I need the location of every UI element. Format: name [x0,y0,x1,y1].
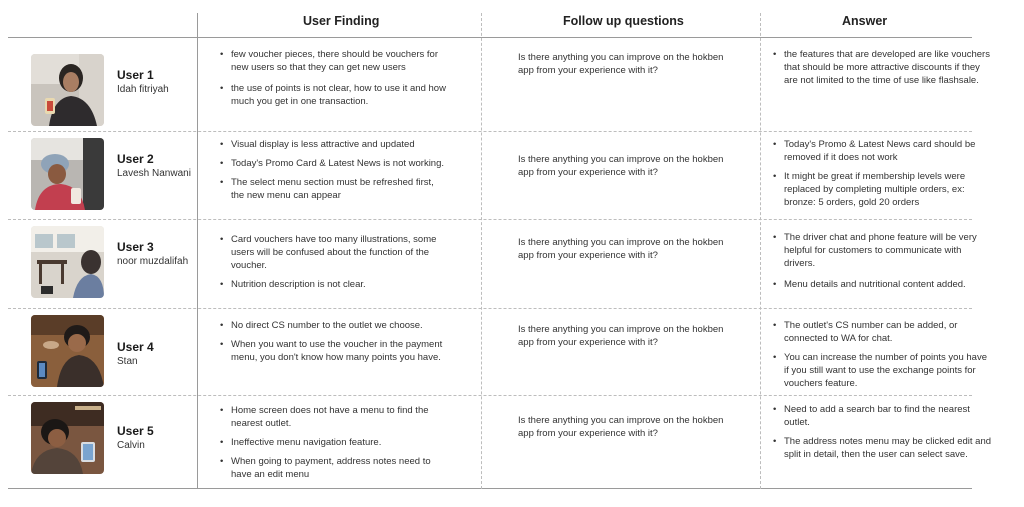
user-photo [31,226,104,298]
user-name: noor muzdalifah [117,256,189,267]
follow-up-question: Is there anything you can improve on the… [518,415,724,439]
row-divider [8,131,972,132]
findings-list: few voucher pieces, there should be vouc… [219,48,447,114]
answers-list: The outlet's CS number can be added, or … [772,319,994,396]
answer-item: The outlet's CS number can be added, or … [772,319,994,345]
findings-list: Home screen does not have a menu to find… [219,404,447,487]
finding-item: Home screen does not have a menu to find… [219,404,447,430]
user-photo [31,315,104,387]
table-bottom-border [8,488,972,489]
header-divider [8,37,972,38]
answers-list: The driver chat and phone feature will b… [772,231,994,297]
finding-item: Card vouchers have too many illustration… [219,233,447,272]
user-photo [31,402,104,474]
user-label: User 4 [117,340,154,354]
header-answer: Answer [842,14,888,28]
row-divider [8,395,972,396]
finding-item: Today's Promo Card & Latest News is not … [219,157,447,170]
user-photo [31,138,104,210]
findings-list: No direct CS number to the outlet we cho… [219,319,447,370]
follow-up-question: Is there anything you can improve on the… [518,237,724,261]
finding-item: The select menu section must be refreshe… [219,176,447,202]
column-divider [760,13,761,489]
user-name: Stan [117,356,138,367]
column-divider [197,13,198,489]
answer-item: You can increase the number of points yo… [772,351,994,390]
user-label: User 1 [117,68,154,82]
findings-list: Visual display is less attractive and up… [219,138,447,208]
finding-item: Ineffective menu navigation feature. [219,436,447,449]
answer-item: It might be great if membership levels w… [772,170,994,209]
follow-up-question: Is there anything you can improve on the… [518,154,724,178]
answer-item: the features that are developed are like… [772,48,994,87]
answers-list: Need to add a search bar to find the nea… [772,403,994,467]
row-divider [8,219,972,220]
answer-item: Menu details and nutritional content add… [772,278,994,291]
finding-item: When you want to use the voucher in the … [219,338,447,364]
answer-item: The address notes menu may be clicked ed… [772,435,994,461]
user-label: User 5 [117,424,154,438]
user-name: Idah fitriyah [117,84,169,95]
follow-up-question: Is there anything you can improve on the… [518,52,724,76]
finding-item: No direct CS number to the outlet we cho… [219,319,447,332]
answer-item: Today's Promo & Latest News card should … [772,138,994,164]
header-follow-up-questions: Follow up questions [563,14,684,28]
findings-list: Card vouchers have too many illustration… [219,233,447,297]
user-label: User 3 [117,240,154,254]
follow-up-question: Is there anything you can improve on the… [518,324,724,348]
finding-item: Nutrition description is not clear. [219,278,447,291]
user-photo [31,54,104,126]
finding-item: When going to payment, address notes nee… [219,455,447,481]
user-name: Calvin [117,440,145,451]
header-user-finding: User Finding [303,14,380,28]
finding-item: the use of points is not clear, how to u… [219,82,447,108]
user-name: Lavesh Nanwani [117,168,191,179]
user-label: User 2 [117,152,154,166]
finding-item: Visual display is less attractive and up… [219,138,447,151]
answers-list: Today's Promo & Latest News card should … [772,138,994,215]
answer-item: Need to add a search bar to find the nea… [772,403,994,429]
finding-item: few voucher pieces, there should be vouc… [219,48,447,74]
answer-item: The driver chat and phone feature will b… [772,231,994,270]
answers-list: the features that are developed are like… [772,48,994,93]
column-divider [481,13,482,489]
row-divider [8,308,972,309]
